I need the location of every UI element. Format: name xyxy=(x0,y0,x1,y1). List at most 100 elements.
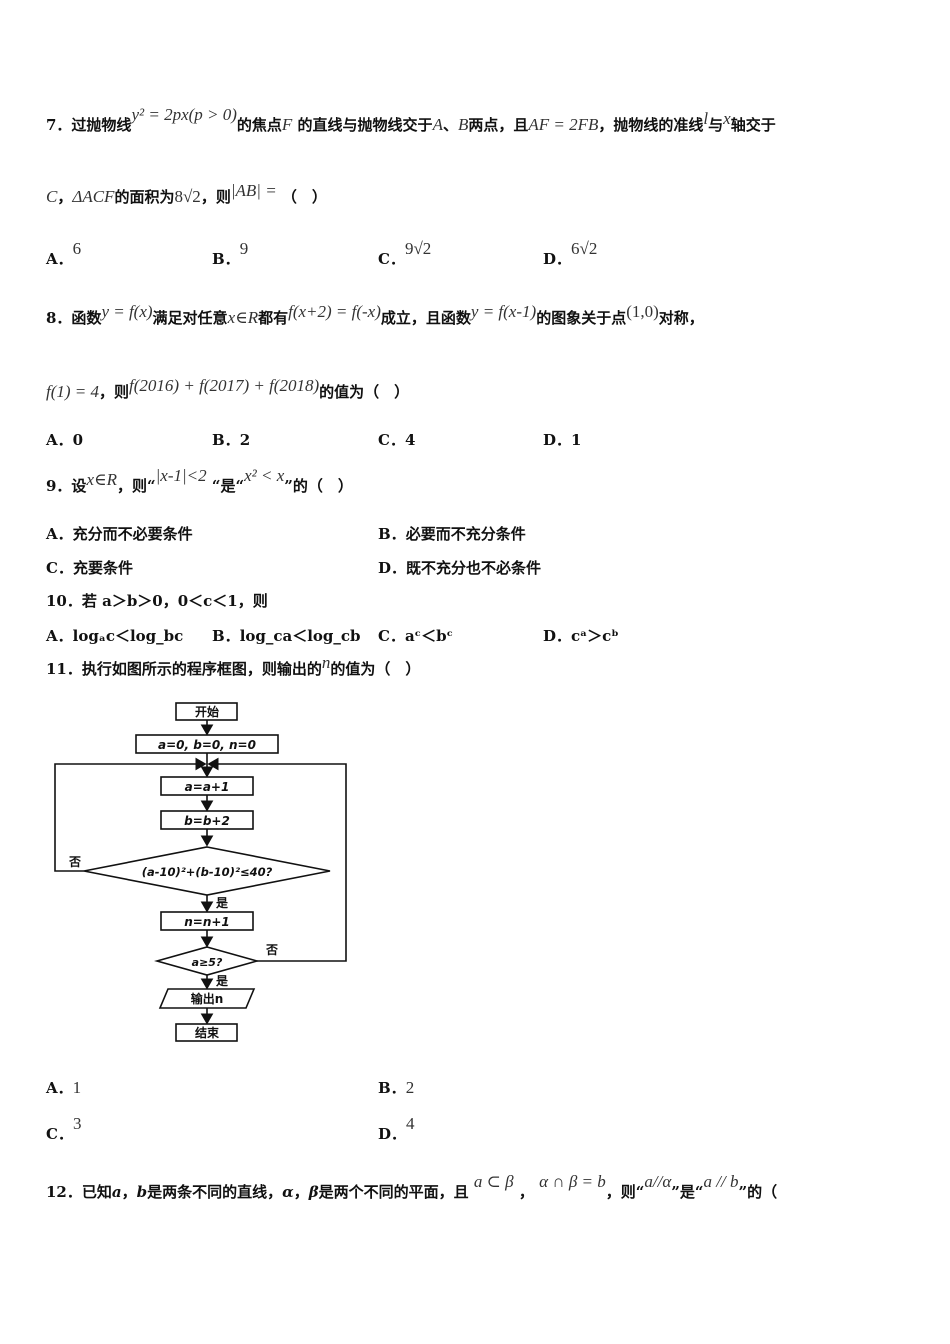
q8-number: 8．函数 xyxy=(46,309,102,327)
option-label: A． xyxy=(46,1079,73,1097)
option-label: C． xyxy=(46,559,73,577)
q12-number: 12．已知 xyxy=(46,1183,112,1201)
q11-option-b[interactable]: B．2 xyxy=(378,1077,414,1098)
option-value: log_ca＜log_cb xyxy=(239,627,361,645)
option-value: 充要条件 xyxy=(72,559,133,577)
option-label: C． xyxy=(378,431,405,449)
q11-option-a[interactable]: A．1 xyxy=(46,1077,81,1098)
flow-no1-label: 否 xyxy=(68,855,81,869)
q12-var: b xyxy=(136,1183,148,1201)
question-12-line: 12．已知a，b是两条不同的直线，α，β是两个不同的平面，且 a ⊂ β ， α… xyxy=(46,1172,778,1202)
q8-option-b[interactable]: B．2 xyxy=(212,429,250,450)
q7-ab: |AB| = xyxy=(230,181,277,200)
q9-option-b[interactable]: B．必要而不充分条件 xyxy=(378,523,526,544)
q7-point-b: B xyxy=(457,115,469,134)
option-label: C． xyxy=(378,627,405,645)
q12-text: ”的（ xyxy=(738,1183,778,1201)
flow-output-text: 输出n xyxy=(191,991,224,1006)
q10-text: 10．若 a＞b＞0，0＜c＜1，则 xyxy=(46,592,268,610)
option-label: B． xyxy=(378,525,406,543)
flow-step1-text: a=a+1 xyxy=(185,780,230,794)
q12-eq: α ∩ β = b xyxy=(539,1172,606,1191)
q8-eq: x∈R xyxy=(227,308,259,327)
q10-option-a[interactable]: A．logₐc＜log_bc xyxy=(46,625,183,646)
q12-var: a xyxy=(111,1183,122,1201)
option-label: C． xyxy=(378,250,405,268)
q8-text: 的值为（ ） xyxy=(319,383,410,401)
q7-option-d[interactable]: D．6√2 xyxy=(543,239,597,269)
option-value: 1 xyxy=(571,431,582,449)
q8-eq: f(1) = 4 xyxy=(46,382,100,401)
option-label: C． xyxy=(46,1125,73,1143)
q7-text: 的焦点 xyxy=(236,116,282,134)
option-value: cᵃ＞cᵇ xyxy=(571,627,619,645)
q7-text: 轴交于 xyxy=(730,116,776,134)
q7-area: 8√2 xyxy=(174,187,201,206)
option-label: A． xyxy=(46,250,73,268)
flow-yes2-label: 是 xyxy=(215,974,229,988)
flow-end-text: 结束 xyxy=(195,1025,220,1040)
option-label: B． xyxy=(212,250,240,268)
q8-option-d[interactable]: D．1 xyxy=(543,429,581,450)
q7-option-c[interactable]: C．9√2 xyxy=(378,239,431,269)
question-10-line: 10．若 a＞b＞0，0＜c＜1，则 xyxy=(46,591,268,611)
flow-no2-label: 否 xyxy=(265,943,278,957)
q12-eq: a // b xyxy=(703,1172,739,1191)
q7-number: 7．过抛物线 xyxy=(46,116,132,134)
q12-eq: a//α xyxy=(644,1172,672,1191)
q8-text: 成立，且函数 xyxy=(380,309,471,327)
q12-text: ， xyxy=(293,1183,309,1201)
option-label: D． xyxy=(543,627,572,645)
q8-option-c[interactable]: C．4 xyxy=(378,429,415,450)
q9-option-c[interactable]: C．充要条件 xyxy=(46,557,133,578)
q8-eq: f(2016) + f(2017) + f(2018) xyxy=(129,376,320,395)
q7-point-c: C xyxy=(46,187,58,206)
q10-option-b[interactable]: B．log_ca＜log_cb xyxy=(212,625,361,646)
q8-eq: (1,0) xyxy=(626,302,659,321)
q9-option-d[interactable]: D．既不充分也不必条件 xyxy=(378,557,541,578)
q8-text: 满足对任意 xyxy=(152,309,228,327)
q12-var: α xyxy=(282,1183,294,1201)
option-label: A． xyxy=(46,431,73,449)
option-label: D． xyxy=(543,431,572,449)
q7-axis-x: x xyxy=(723,109,731,128)
option-value: logₐc＜log_bc xyxy=(72,627,184,645)
q10-option-d[interactable]: D．cᵃ＞cᵇ xyxy=(543,625,619,646)
option-label: D． xyxy=(543,250,572,268)
q8-text: 都有 xyxy=(258,309,289,327)
q12-text: ， xyxy=(121,1183,137,1201)
option-value: 充分而不必要条件 xyxy=(72,525,193,543)
option-value: 1 xyxy=(72,1078,82,1097)
flow-step3-text: n=n+1 xyxy=(184,915,230,929)
q8-option-a[interactable]: A．0 xyxy=(46,429,83,450)
q9-option-a[interactable]: A．充分而不必要条件 xyxy=(46,523,193,544)
q7-focus: F xyxy=(281,115,293,134)
option-value: 既不充分也不必条件 xyxy=(406,559,542,577)
q9-eq: x² < x xyxy=(244,466,285,485)
q11-option-d[interactable]: D．4 xyxy=(378,1114,415,1144)
q7-option-a[interactable]: A．6 xyxy=(46,239,81,269)
flow-cond2-text: a≥5? xyxy=(192,956,223,969)
q9-number: 9．设 xyxy=(46,477,87,495)
option-value: 2 xyxy=(239,431,251,449)
q7-vector-eq: AF = 2FB xyxy=(528,115,599,134)
q7-text: 两点，且 xyxy=(468,116,529,134)
q7-text: ，则 xyxy=(200,188,231,206)
q9-text: “是“ xyxy=(211,477,245,495)
option-label: D． xyxy=(378,559,407,577)
question-7-line-2: C，ΔACF的面积为8√2，则|AB| = （ ） xyxy=(46,181,327,207)
q8-text: ，则 xyxy=(99,383,130,401)
q11-option-c[interactable]: C．3 xyxy=(46,1114,81,1144)
q9-eq: x∈R xyxy=(86,470,117,489)
q7-text: （ ） xyxy=(281,188,327,206)
option-label: B． xyxy=(212,627,240,645)
question-7-line-1: 7．过抛物线y² = 2px(p > 0)的焦点F 的直线与抛物线交于A、B两点… xyxy=(46,105,776,135)
flow-init-text: a=0, b=0, n=0 xyxy=(158,738,256,752)
option-value: 0 xyxy=(72,431,84,449)
question-8-line-1: 8．函数y = f(x)满足对任意x∈R都有f(x+2) = f(-x)成立，且… xyxy=(46,302,704,328)
q7-option-b[interactable]: B．9 xyxy=(212,239,248,269)
q7-triangle: ΔACF xyxy=(72,187,115,206)
flow-step2-text: b=b+2 xyxy=(184,814,230,828)
q10-option-c[interactable]: C．aᶜ＜bᶜ xyxy=(378,625,453,646)
